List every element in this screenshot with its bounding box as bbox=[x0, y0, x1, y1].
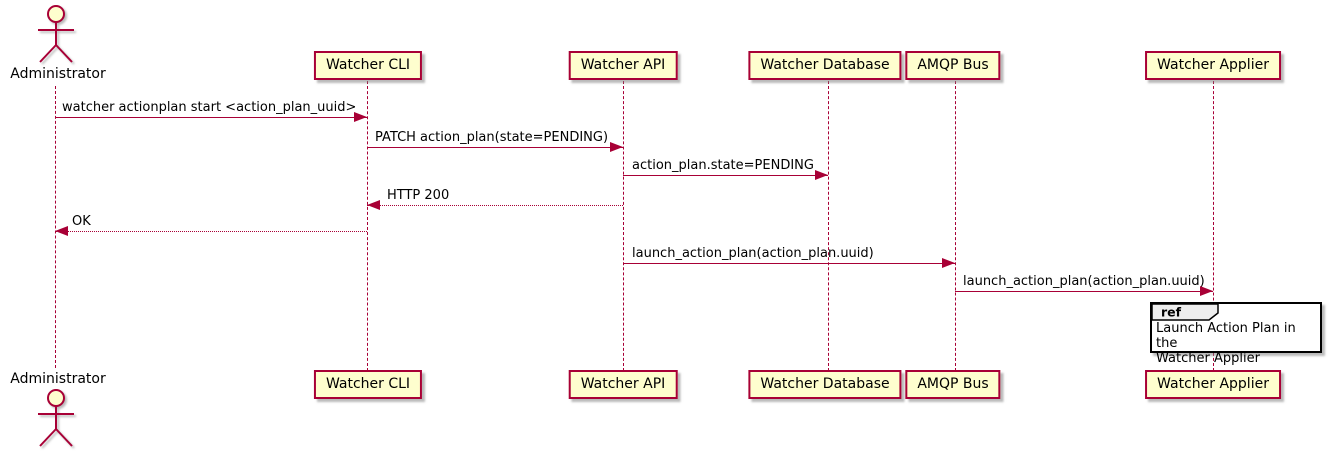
actor-icon bbox=[38, 389, 74, 447]
arrowhead-icon bbox=[367, 200, 380, 210]
message-line bbox=[367, 205, 623, 206]
ref-keyword: ref bbox=[1161, 305, 1182, 320]
participant-watcher-database-bottom: Watcher Database bbox=[748, 370, 902, 399]
lifeline-watcher-api bbox=[623, 81, 624, 371]
lifeline-watcher-database bbox=[828, 81, 829, 371]
message-line bbox=[955, 291, 1213, 292]
message-label: PATCH action_plan(state=PENDING) bbox=[375, 130, 609, 145]
arrowhead-icon bbox=[1200, 286, 1213, 296]
lifeline-watcher-applier bbox=[1213, 81, 1214, 371]
participant-watcher-cli-bottom: Watcher CLI bbox=[313, 370, 423, 399]
participant-watcher-api-bottom: Watcher API bbox=[568, 370, 678, 399]
ref-fragment: ref Launch Action Plan in the Watcher Ap… bbox=[1150, 302, 1322, 366]
participant-watcher-cli-top: Watcher CLI bbox=[313, 51, 423, 80]
arrowhead-icon bbox=[610, 142, 623, 152]
message-line bbox=[55, 117, 367, 118]
ref-text-line1: Launch Action Plan in the bbox=[1156, 321, 1296, 351]
lifeline-watcher-cli bbox=[367, 81, 368, 371]
participant-watcher-api-top: Watcher API bbox=[568, 51, 678, 80]
message-label: launch_action_plan(action_plan.uuid) bbox=[963, 274, 1205, 289]
lifeline-amqp-bus bbox=[955, 81, 956, 371]
message-line bbox=[623, 263, 955, 264]
actor-icon bbox=[38, 5, 74, 63]
participant-amqp-bus-top: AMQP Bus bbox=[905, 51, 1001, 80]
message-label: OK bbox=[72, 214, 91, 229]
actor-label-bottom: Administrator bbox=[10, 371, 106, 387]
message-line bbox=[367, 147, 623, 148]
arrowhead-icon bbox=[815, 170, 828, 180]
ref-header: ref bbox=[1151, 303, 1219, 321]
ref-body: Launch Action Plan in the Watcher Applie… bbox=[1152, 320, 1320, 367]
actor-label-top: Administrator bbox=[10, 66, 106, 82]
participant-amqp-bus-bottom: AMQP Bus bbox=[905, 370, 1001, 399]
message-line bbox=[623, 175, 828, 176]
message-label: watcher actionplan start <action_plan_uu… bbox=[62, 100, 357, 115]
participant-watcher-applier-bottom: Watcher Applier bbox=[1145, 370, 1281, 399]
participant-watcher-applier-top: Watcher Applier bbox=[1145, 51, 1281, 80]
message-label: launch_action_plan(action_plan.uuid) bbox=[632, 246, 874, 261]
ref-text-line2: Watcher Applier bbox=[1156, 351, 1260, 366]
message-line bbox=[55, 231, 367, 232]
message-label: action_plan.state=PENDING bbox=[632, 158, 814, 173]
participant-watcher-database-top: Watcher Database bbox=[748, 51, 902, 80]
arrowhead-icon bbox=[55, 226, 68, 236]
arrowhead-icon bbox=[942, 258, 955, 268]
arrowhead-icon bbox=[354, 112, 367, 122]
message-label: HTTP 200 bbox=[387, 188, 450, 203]
